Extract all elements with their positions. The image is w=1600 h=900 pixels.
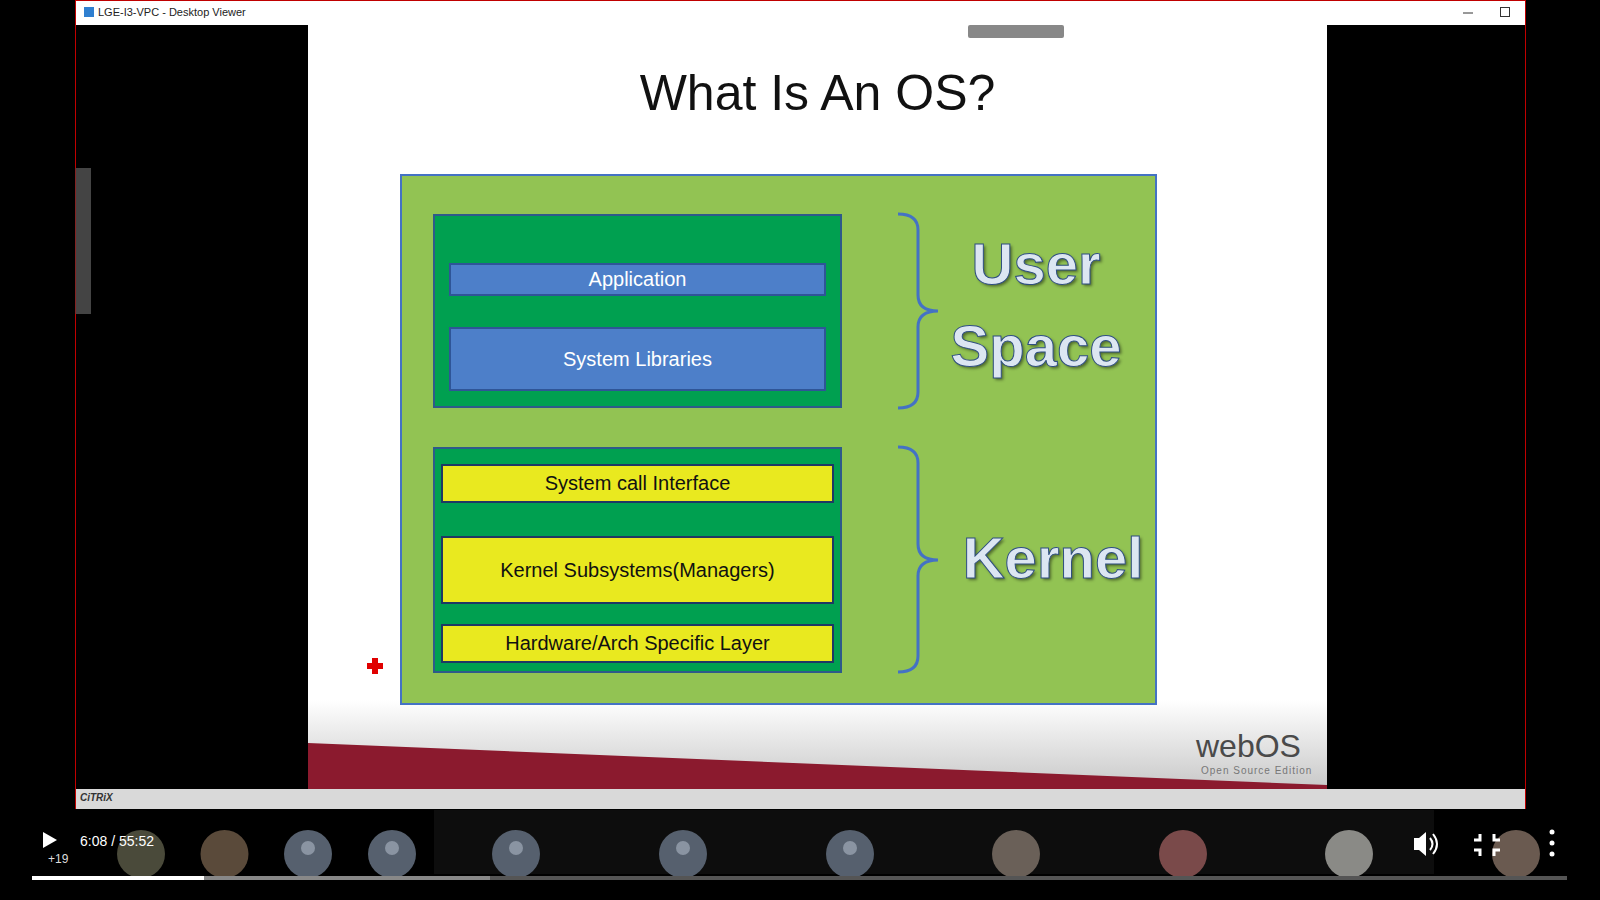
app-icon [84, 7, 94, 17]
playback-time: 6:08 / 55:52 [80, 833, 154, 849]
toolbar-handle [968, 25, 1064, 38]
status-bar [76, 789, 1525, 809]
participant-avatars [117, 830, 1540, 878]
maximize-icon [1501, 8, 1510, 17]
progress-played [32, 876, 204, 880]
brand-logo: webOS [1196, 728, 1301, 765]
progress-track [32, 876, 1567, 880]
avatar-silhouettes [301, 841, 857, 855]
process-box: System Libraries [449, 327, 826, 391]
layer-box: Hardware/Arch Specific Layer [441, 624, 834, 663]
slide-background [308, 25, 1327, 789]
box-label: System call Interface [545, 472, 731, 495]
citrix-logo: CiTRiX [80, 792, 113, 803]
region-heading: Kernel [933, 517, 1173, 599]
title-bar [76, 1, 1525, 25]
os-outer-box [401, 175, 1156, 704]
minimize-icon [1463, 13, 1473, 14]
brand-subtitle: Open Source Edition [1201, 765, 1312, 776]
slide-title: What Is An OS? [308, 64, 1327, 122]
box-label: Kernel Subsystems(Managers) [500, 559, 775, 582]
kernel-box: KernelSystem call InterfaceKernel Subsys… [433, 447, 842, 673]
layer-box: Kernel Subsystems(Managers) [441, 536, 834, 604]
box-label: Application [589, 268, 687, 291]
brace [898, 447, 938, 672]
volume-icon [1414, 832, 1437, 856]
slide-footer-fade [308, 700, 1327, 789]
participant-strip [434, 810, 1434, 874]
window-frame [76, 1, 1526, 809]
side-handle [76, 168, 92, 314]
cursor-mark [367, 658, 383, 674]
participant-count: +19 [48, 852, 68, 866]
menu-icon [1550, 830, 1555, 857]
fullscreen-exit-icon [1474, 834, 1500, 856]
region-heading: User Space [916, 223, 1156, 387]
box-label: Hardware/Arch Specific Layer [505, 632, 770, 655]
user-space-box: User SpaceApplicationSystem Libraries [433, 214, 842, 408]
layer-box: System call Interface [441, 464, 834, 503]
window-title: LGE-I3-VPC - Desktop Viewer [98, 6, 246, 18]
play-icon [43, 832, 57, 848]
process-box: Application [449, 263, 826, 296]
slide-footer-band [308, 743, 1327, 789]
progress-buffered [32, 876, 490, 880]
box-label: System Libraries [563, 348, 712, 371]
brace [898, 214, 938, 408]
